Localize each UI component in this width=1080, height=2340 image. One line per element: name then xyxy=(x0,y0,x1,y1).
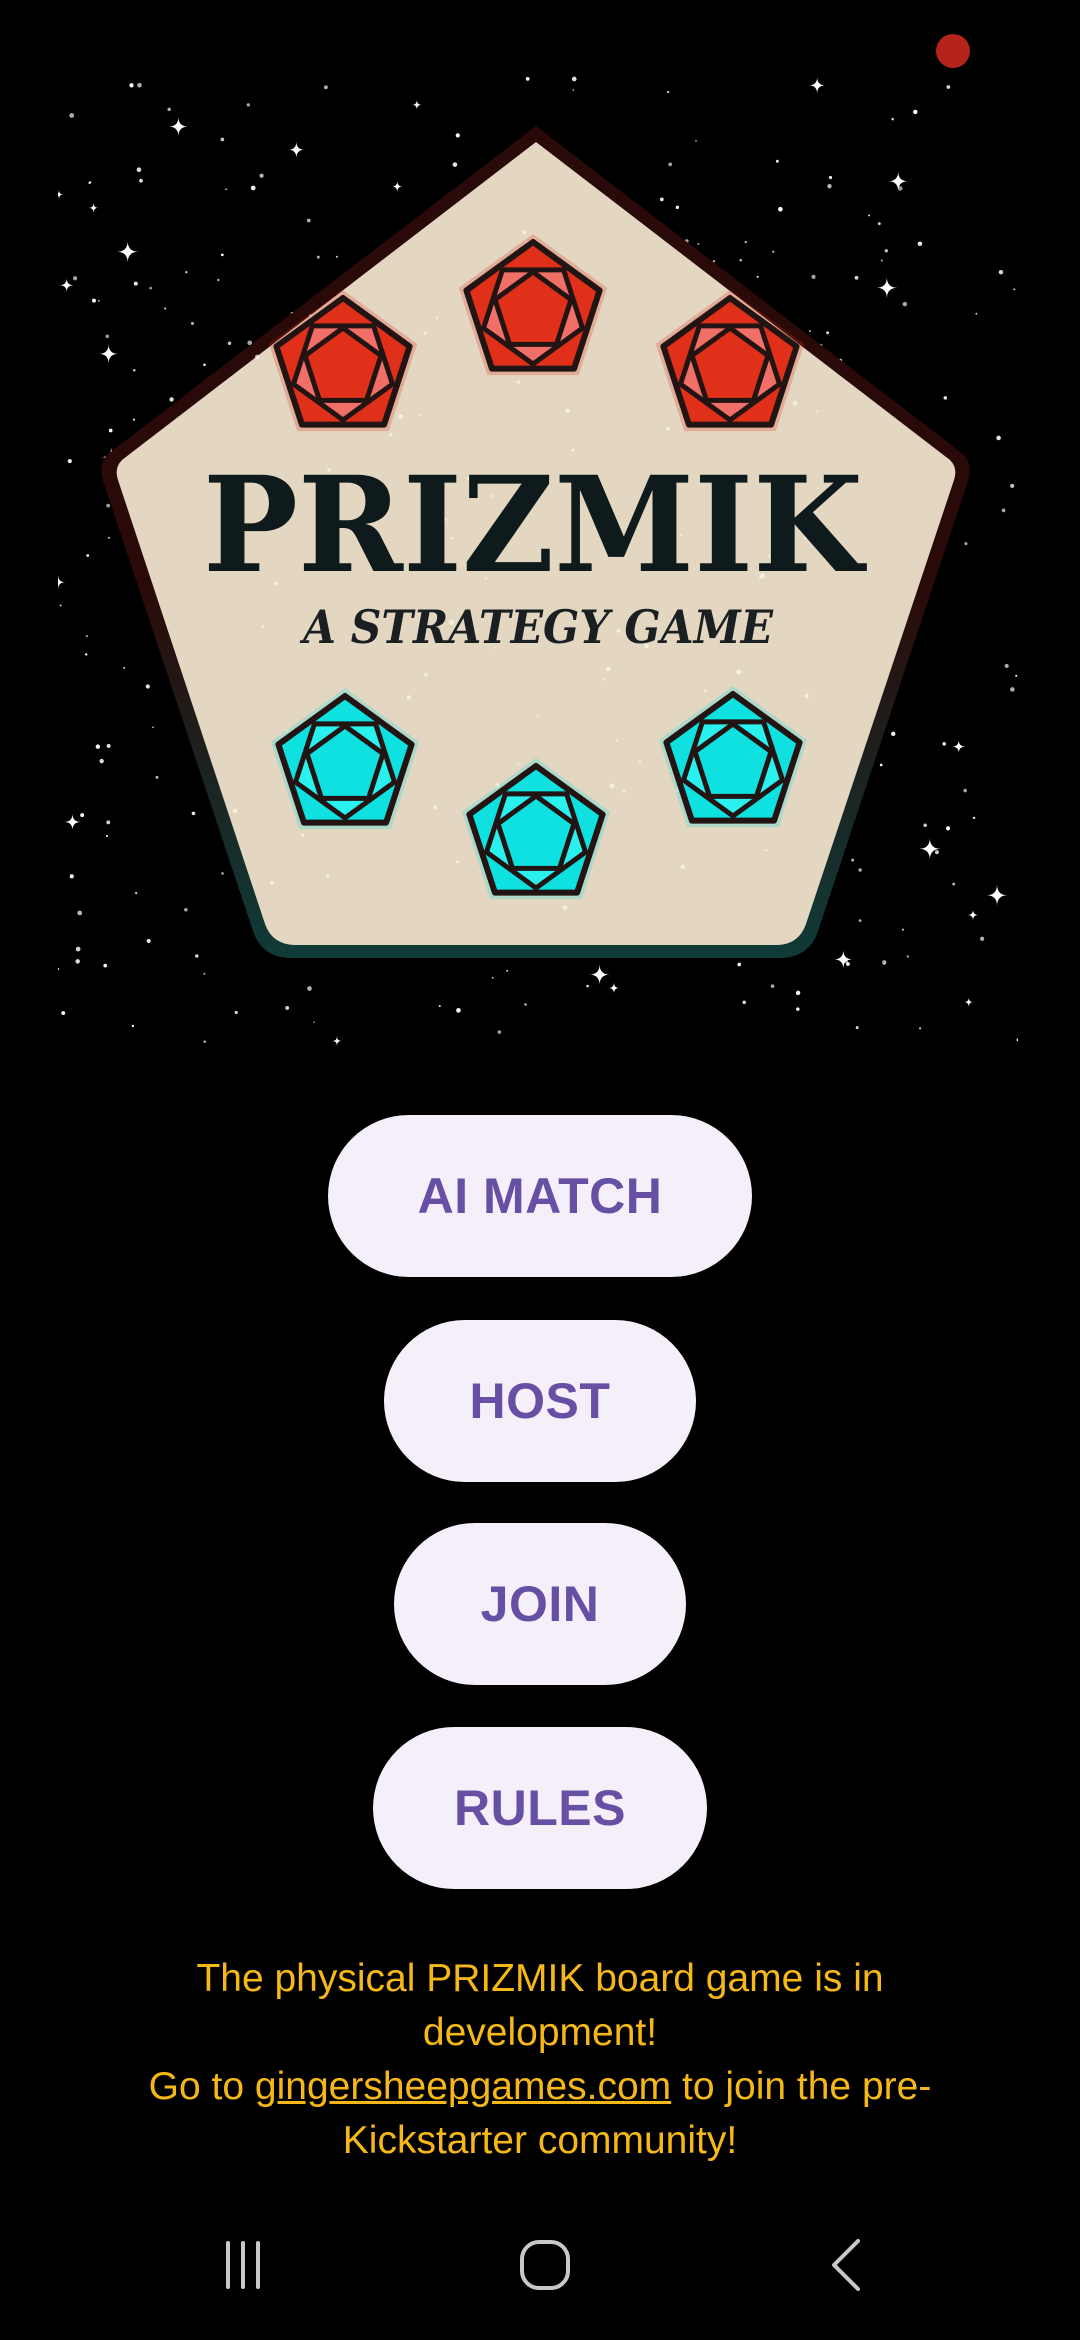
cyan-piece xyxy=(461,758,611,900)
back-button[interactable] xyxy=(788,2210,908,2320)
system-navigation-bar xyxy=(0,2210,1080,2320)
red-piece xyxy=(458,234,608,376)
promo-suffix: to join the pre-Kickstarter community! xyxy=(342,2065,932,2162)
website-link[interactable]: gingersheepgames.com xyxy=(254,2065,672,2108)
back-icon xyxy=(832,2239,860,2291)
promo-line-2: Go to gingersheepgames.com to join the p… xyxy=(80,2060,1000,2168)
promo-message: The physical PRIZMIK board game is in de… xyxy=(80,1952,1000,2168)
red-piece xyxy=(655,290,805,432)
recent-apps-icon xyxy=(226,2241,260,2289)
join-button[interactable]: JOIN xyxy=(394,1523,686,1685)
ai-match-button[interactable]: AI MATCH xyxy=(328,1115,752,1277)
notification-indicator xyxy=(936,34,970,68)
recent-apps-button[interactable] xyxy=(183,2210,303,2320)
cyan-piece xyxy=(270,688,420,830)
home-button[interactable] xyxy=(485,2210,605,2320)
red-piece xyxy=(268,290,418,432)
cyan-piece xyxy=(658,686,808,828)
game-pieces xyxy=(268,234,808,900)
logo-title: PRIZMIK xyxy=(203,448,867,603)
host-button[interactable]: HOST xyxy=(384,1320,696,1482)
rules-button[interactable]: RULES xyxy=(373,1727,707,1889)
home-icon xyxy=(520,2240,570,2290)
promo-line-1: The physical PRIZMIK board game is in de… xyxy=(196,1957,884,2054)
logo-subtitle: A STRATEGY GAME xyxy=(299,600,774,654)
prizmik-logo: PRIZMIK A STRATEGY GAME xyxy=(58,76,1018,1046)
promo-prefix: Go to xyxy=(148,2065,255,2108)
